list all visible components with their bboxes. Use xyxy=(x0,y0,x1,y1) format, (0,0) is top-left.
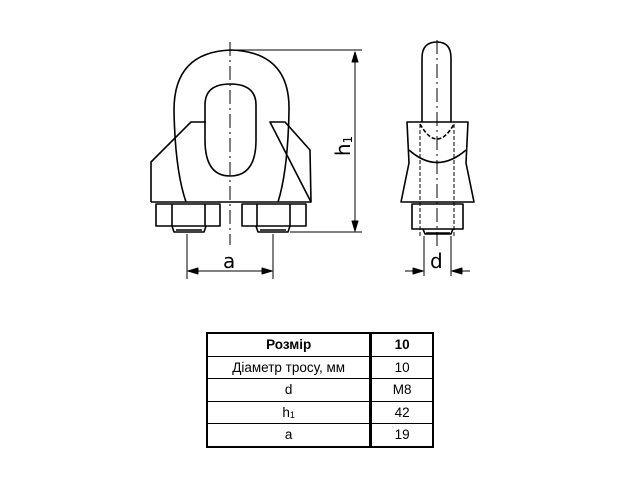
wire-rope-clip-drawing: a d h1 xyxy=(150,40,475,279)
row-value-h1: 42 xyxy=(369,400,434,424)
row-label-d: d xyxy=(206,378,372,402)
row-label-h1: h1 xyxy=(206,400,372,424)
table-row: h1 42 xyxy=(206,400,434,424)
table-header-row: Розмір 10 xyxy=(206,332,434,357)
table-header-value: 10 xyxy=(369,332,434,357)
table-row: Діаметр тросу, мм 10 xyxy=(206,355,434,379)
dimension-a-label: a xyxy=(223,249,235,273)
table-row: d M8 xyxy=(206,378,434,402)
row-value-a: 19 xyxy=(369,423,434,447)
dimension-h1-label: h1 xyxy=(331,136,355,156)
row-label-a: a xyxy=(206,423,372,447)
svg-text:h1: h1 xyxy=(331,136,355,156)
row-value-d: M8 xyxy=(369,378,434,402)
spec-table: Розмір 10 Діаметр тросу, мм 10 d M8 h1 4… xyxy=(206,332,434,448)
row-value-cable-diameter: 10 xyxy=(369,355,434,379)
dimension-d-label: d xyxy=(430,249,443,273)
front-view xyxy=(150,49,312,233)
table-row: a 19 xyxy=(206,423,434,447)
table-header-label: Розмір xyxy=(206,332,372,357)
row-label-cable-diameter: Діаметр тросу, мм xyxy=(206,355,372,379)
